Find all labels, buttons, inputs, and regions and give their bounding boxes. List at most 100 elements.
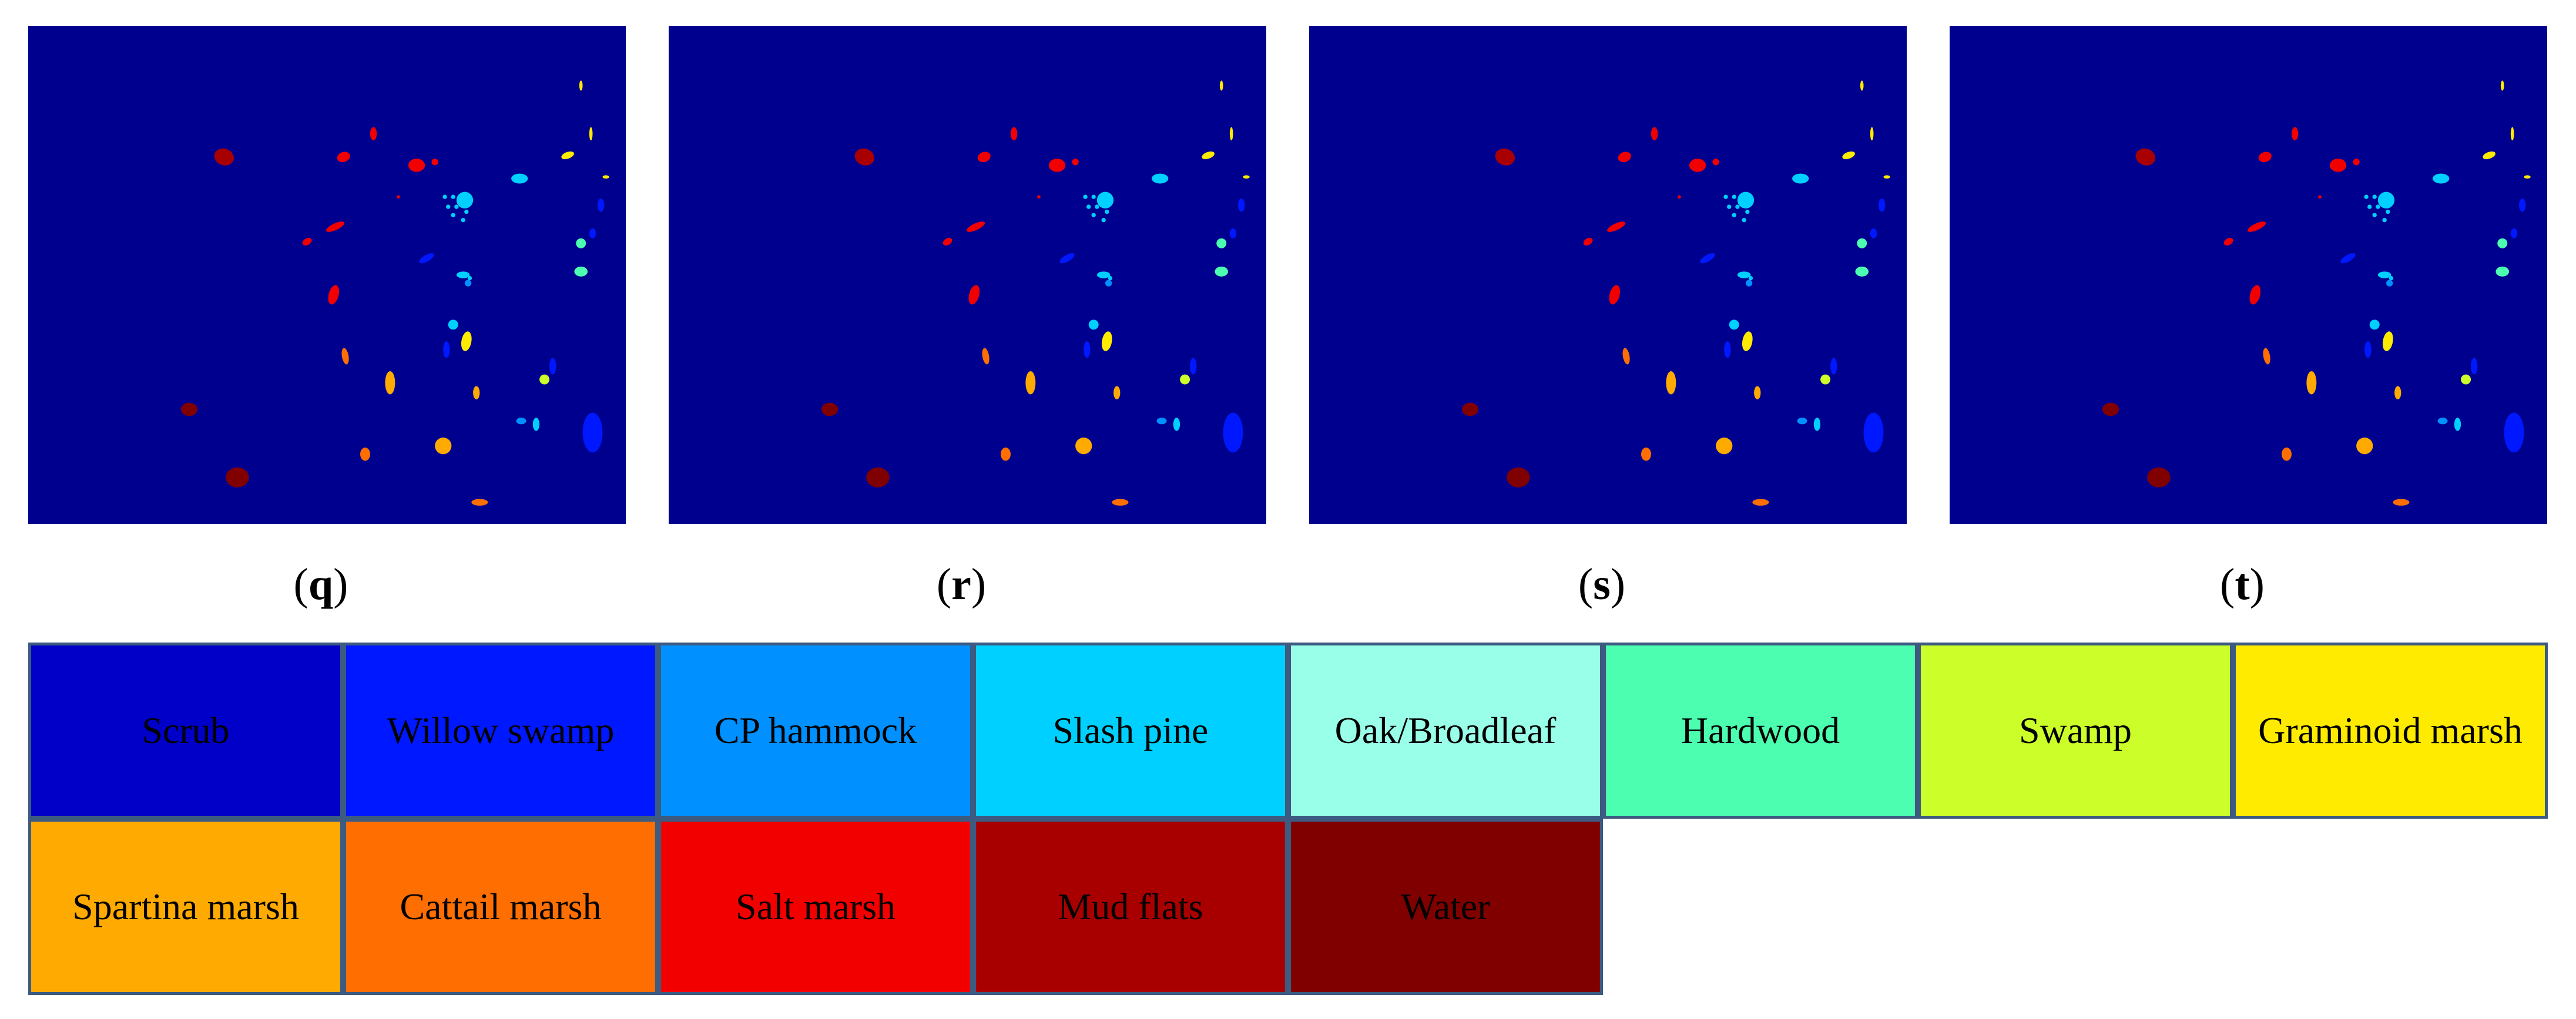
- region-cp-hammock: [1797, 418, 1807, 425]
- region-willow-swamp: [2471, 358, 2478, 375]
- region-salt-marsh: [328, 285, 340, 305]
- region-salt-marsh: [397, 195, 400, 199]
- region-dot: [1095, 204, 1099, 209]
- region-hardwood: [1215, 266, 1229, 277]
- region-salt-marsh: [326, 221, 345, 232]
- region-salt-marsh: [1651, 127, 1658, 141]
- region-salt-marsh: [2223, 237, 2233, 245]
- region-slash-pine: [1813, 418, 1821, 431]
- legend-slash-pine: Slash pine: [973, 643, 1288, 819]
- region-graminoid-marsh: [1883, 175, 1890, 179]
- region-salt-marsh: [408, 159, 425, 172]
- map-background: [1950, 26, 2547, 524]
- legend-oak-broadleaf: Oak/Broadleaf: [1288, 643, 1603, 819]
- region-graminoid-marsh: [1860, 80, 1864, 91]
- region-salt-marsh: [1583, 237, 1593, 245]
- region-dot: [2389, 275, 2394, 281]
- region-slash-pine: [1737, 191, 1755, 208]
- region-spartina-marsh: [473, 386, 480, 399]
- region-willow-swamp: [549, 358, 556, 375]
- region-hardwood: [1216, 238, 1227, 248]
- region-dot: [1105, 209, 1109, 214]
- region-spartina-marsh: [1754, 386, 1761, 399]
- region-willow-swamp: [1190, 358, 1197, 375]
- region-hardwood: [574, 266, 588, 277]
- region-dot: [1740, 198, 1745, 203]
- region-slash-pine: [448, 320, 458, 330]
- region-water: [2147, 467, 2171, 487]
- region-spartina-marsh: [1025, 371, 1036, 395]
- region-cattail-marsh: [1622, 348, 1630, 365]
- region-swamp: [1820, 374, 1831, 385]
- region-salt-marsh: [2248, 221, 2266, 232]
- region-slash-pine: [511, 173, 528, 184]
- region-salt-marsh: [1010, 127, 1018, 141]
- region-slash-pine: [1792, 173, 1809, 184]
- region-slash-pine: [2377, 191, 2395, 208]
- region-water: [180, 402, 198, 416]
- region-willow-swamp: [419, 253, 434, 264]
- region-slash-pine: [1173, 418, 1180, 431]
- legend-cattail-marsh: Cattail marsh: [343, 819, 658, 995]
- region-dot: [2372, 194, 2377, 199]
- region-salt-marsh: [1037, 195, 1041, 199]
- region-willow-swamp: [1223, 412, 1243, 453]
- region-spartina-marsh: [1113, 386, 1121, 399]
- region-graminoid-marsh: [2500, 80, 2504, 91]
- region-willow-swamp: [1700, 253, 1715, 264]
- region-willow-swamp: [1870, 228, 1877, 238]
- region-swamp: [2461, 374, 2471, 385]
- region-water: [226, 467, 249, 487]
- region-cp-hammock: [1156, 418, 1167, 425]
- region-willow-swamp: [2510, 228, 2518, 238]
- region-graminoid-marsh: [579, 80, 583, 91]
- region-cattail-marsh: [1112, 499, 1129, 506]
- legend-mud-flats: Mud flats: [973, 819, 1288, 995]
- region-dot: [1732, 213, 1736, 217]
- region-willow-swamp: [1878, 198, 1886, 212]
- region-dot: [1742, 218, 1746, 223]
- region-slash-pine: [532, 418, 540, 431]
- region-water: [1461, 402, 1479, 416]
- region-dot: [2376, 204, 2380, 209]
- region-hardwood: [2496, 266, 2510, 277]
- region-willow-swamp: [1830, 358, 1837, 375]
- region-dot: [1735, 204, 1740, 209]
- region-mud-flats: [1495, 148, 1515, 166]
- region-graminoid-marsh: [1229, 127, 1233, 141]
- classification-map-t: [1950, 26, 2547, 524]
- legend-spartina-marsh: Spartina marsh: [28, 819, 343, 995]
- region-dot: [2367, 204, 2372, 209]
- region-slash-pine: [2377, 271, 2391, 278]
- legend-salt-marsh: Salt marsh: [658, 819, 973, 995]
- region-graminoid-marsh: [1243, 175, 1250, 179]
- region-cattail-marsh: [982, 348, 990, 365]
- region-slash-pine: [2433, 173, 2450, 184]
- region-slash-pine: [456, 271, 470, 278]
- legend-willow-swamp: Willow swamp: [343, 643, 658, 819]
- region-salt-marsh: [1678, 195, 1681, 199]
- region-spartina-marsh: [2394, 386, 2401, 399]
- region-dot: [446, 204, 451, 209]
- region-slash-pine: [1096, 271, 1111, 278]
- region-salt-marsh: [2249, 285, 2261, 305]
- region-swamp: [539, 374, 550, 385]
- map-background: [669, 26, 1266, 524]
- caption-letter: q: [308, 560, 334, 609]
- region-salt-marsh: [2258, 152, 2272, 163]
- region-willow-swamp: [589, 228, 596, 238]
- region-dot: [2380, 198, 2385, 203]
- region-willow-swamp: [443, 341, 450, 358]
- region-dot: [1101, 218, 1106, 223]
- region-salt-marsh: [977, 152, 991, 163]
- region-salt-marsh: [2291, 127, 2299, 141]
- region-graminoid-marsh: [2524, 175, 2531, 179]
- region-willow-swamp: [582, 412, 603, 453]
- region-salt-marsh: [1607, 221, 1626, 232]
- region-graminoid-marsh: [2483, 151, 2496, 160]
- caption-letter: s: [1593, 560, 1611, 609]
- caption-r: (r): [936, 560, 987, 609]
- region-mud-flats: [2135, 148, 2155, 166]
- region-dot: [2386, 209, 2390, 214]
- region-spartina-marsh: [2306, 371, 2317, 395]
